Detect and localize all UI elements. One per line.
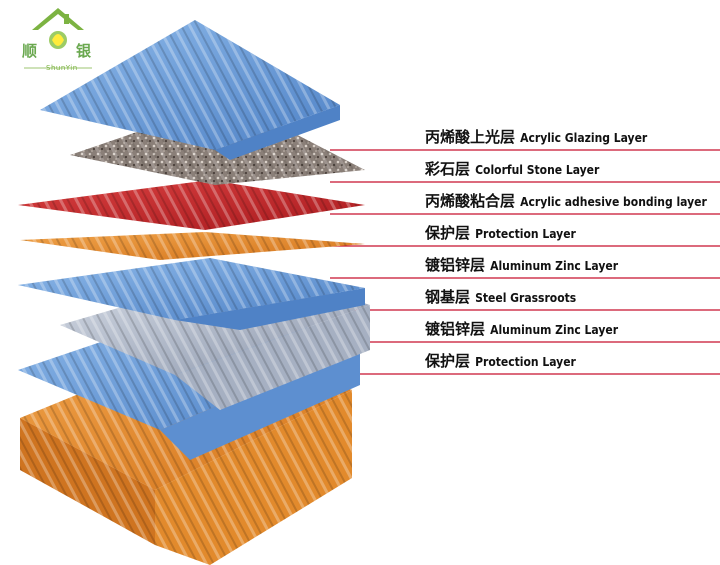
blue-sheet-upper — [18, 258, 365, 330]
brand-logo: 顺 银 ShunYin — [18, 6, 98, 76]
house-leaf-icon — [24, 8, 92, 69]
red-adhesive-sheet — [18, 180, 365, 230]
orange-protection-sheet — [20, 232, 365, 260]
logo-subtitle: ShunYin — [46, 64, 78, 72]
logo-text-left: 顺 — [22, 42, 38, 60]
top-glazing-sheet — [40, 20, 340, 160]
leader-lines — [330, 149, 720, 375]
logo-text-right: 银 — [76, 42, 92, 60]
